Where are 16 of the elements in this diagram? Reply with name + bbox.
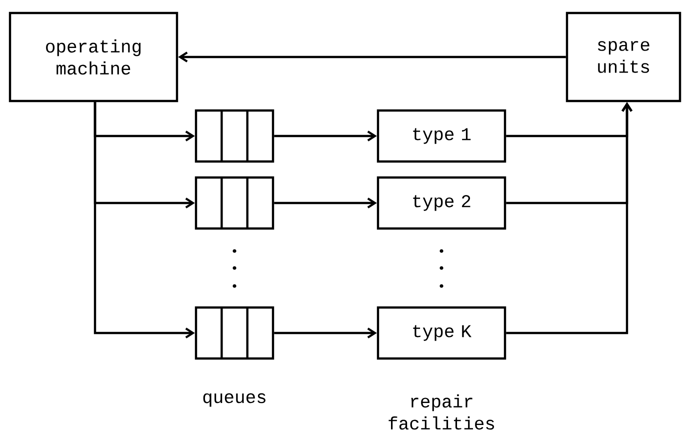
process-box: type K [376, 306, 506, 360]
arrow [274, 130, 377, 142]
process-box: type 1 [376, 109, 506, 163]
process-box: spare units [566, 12, 682, 102]
arrow [94, 102, 195, 338]
caption: queues [203, 393, 266, 407]
process-box: operating machine [8, 12, 178, 102]
queue-drawing [194, 109, 274, 163]
queue-drawing [194, 176, 274, 230]
caption: repair facilities [388, 394, 494, 430]
arrow [506, 102, 632, 334]
arrow [178, 52, 566, 62]
process-box: type 2 [376, 176, 506, 230]
arrow [274, 198, 377, 208]
queue-drawing [194, 306, 274, 360]
arrow [274, 328, 377, 338]
